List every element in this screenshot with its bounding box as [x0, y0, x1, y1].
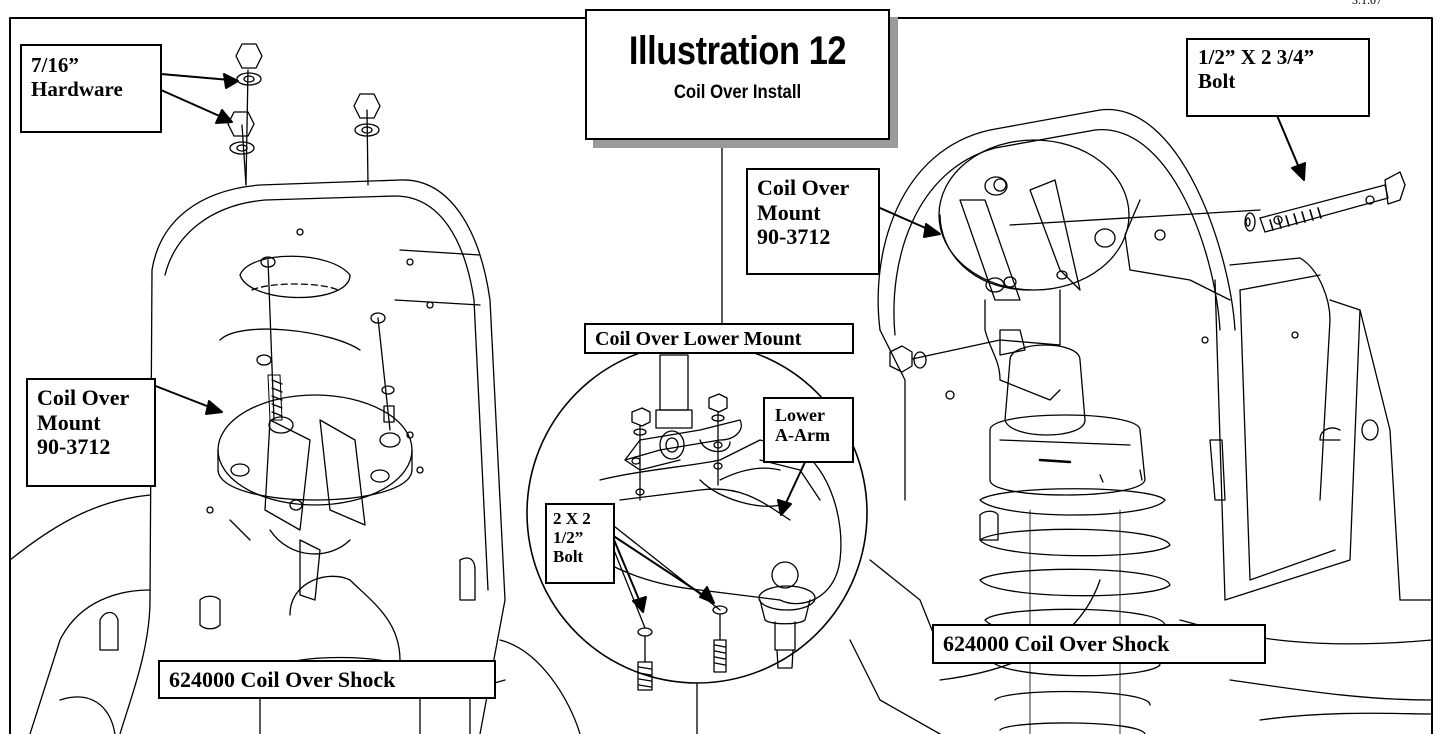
illustration-title: Illustration 12 — [628, 29, 847, 73]
right-coil-mount — [938, 139, 1130, 301]
right-mount-label: Coil Over Mount 90-3712 — [746, 168, 880, 275]
illustration-subtitle: Coil Over Install — [673, 82, 802, 103]
left-studs — [227, 43, 395, 431]
right-shock-label: 624000 Coil Over Shock — [932, 624, 1266, 664]
right-shock — [979, 329, 1171, 734]
left-shock-top — [259, 575, 421, 734]
right-bolt — [889, 171, 1406, 373]
lower-arm-label: Lower A-Arm — [763, 397, 854, 463]
left-frame-bracket — [9, 179, 581, 734]
lower-bolt-label: 2 X 2 1/2” Bolt — [545, 503, 615, 584]
leader-arrows — [152, 73, 1306, 613]
page-number: 3.1.07 — [1352, 0, 1382, 7]
illustration-title-box: Illustration 12 Coil Over Install — [585, 9, 890, 140]
right-frame-bracket — [849, 109, 1433, 734]
left-mount-label: Coil Over Mount 90-3712 — [26, 378, 156, 487]
hardware-label: 7/16” Hardware — [20, 44, 162, 133]
left-coil-mount — [217, 394, 413, 601]
lower-mount-label: Coil Over Lower Mount — [584, 323, 854, 354]
right-bolt-label: 1/2” X 2 3/4” Bolt — [1186, 38, 1370, 117]
left-shock-label: 624000 Coil Over Shock — [158, 660, 496, 699]
